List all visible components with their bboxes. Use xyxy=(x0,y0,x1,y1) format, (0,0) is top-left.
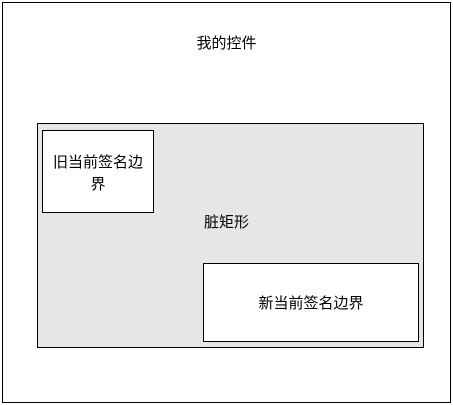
dirty-rectangle-label: 脏矩形 xyxy=(204,213,250,231)
old-signature-bounds-label: 旧当前签名边界 xyxy=(53,153,144,193)
new-signature-bounds-label: 新当前签名边界 xyxy=(258,293,364,312)
old-signature-bounds-box: 旧当前签名边界 xyxy=(42,130,154,213)
new-signature-bounds-box: 新当前签名边界 xyxy=(203,263,419,342)
control-title: 我的控件 xyxy=(196,34,257,52)
